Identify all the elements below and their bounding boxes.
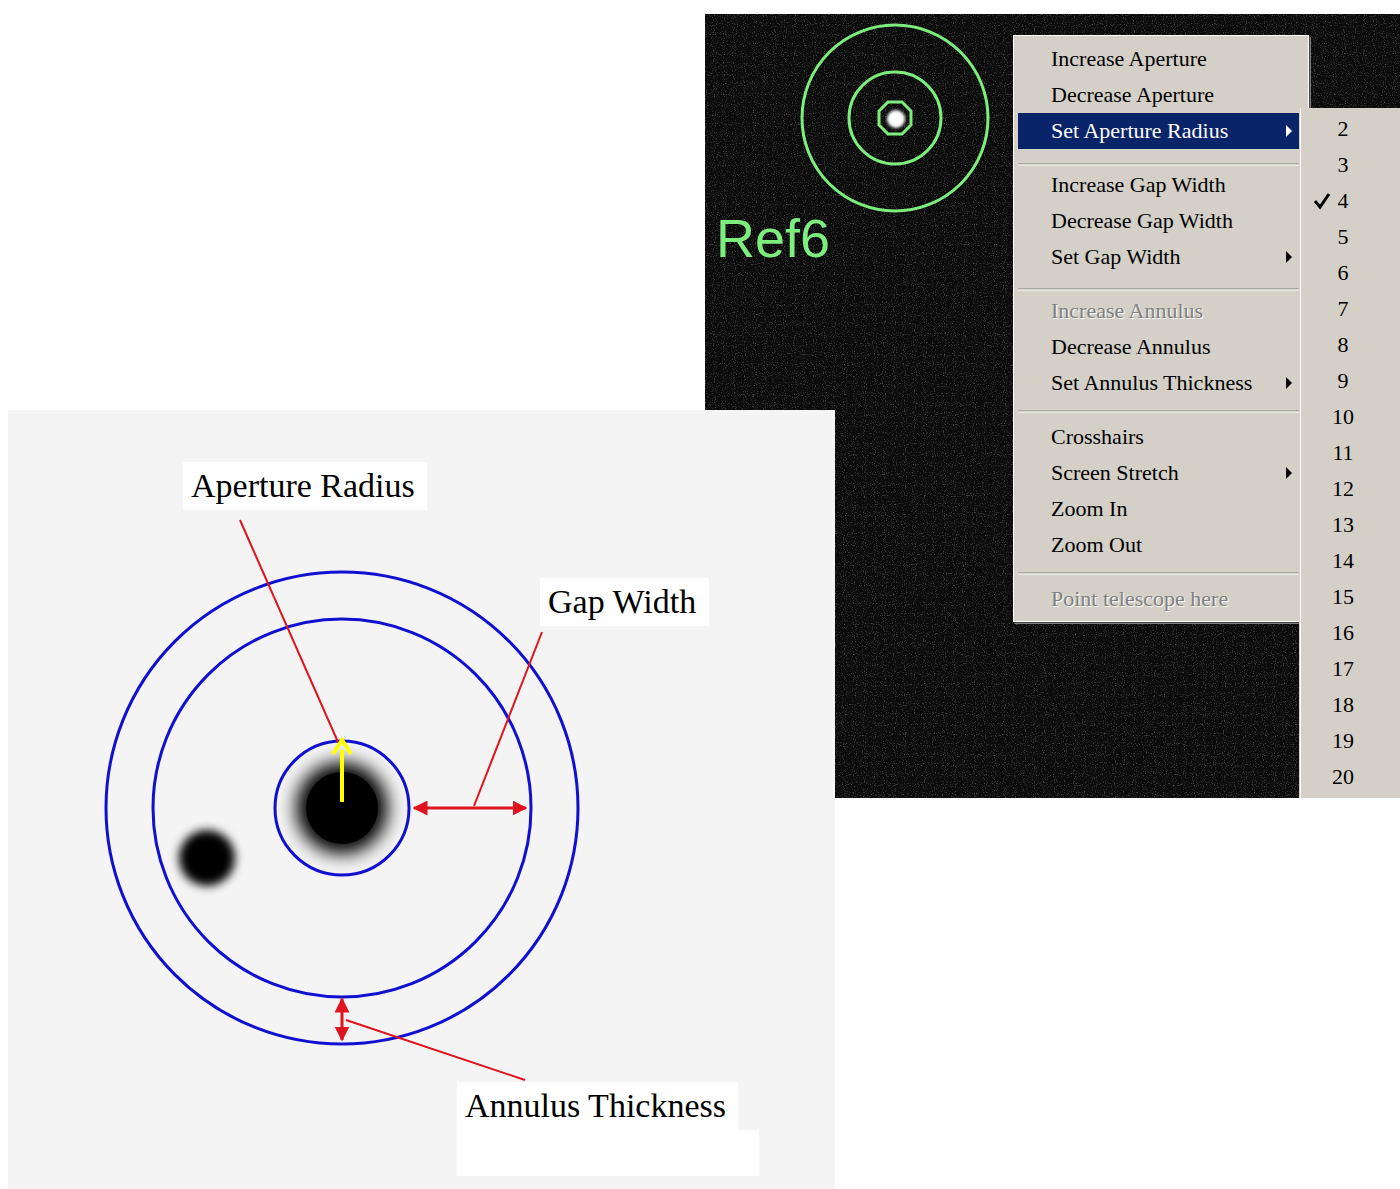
menu-item: Set Annulus Thickness: [1051, 369, 1252, 397]
submenu-item: 11: [1301, 439, 1385, 467]
label-text: Annulus Thickness: [465, 1086, 730, 1126]
annulus-outer-ring: [802, 25, 988, 211]
menu-separator: [1018, 573, 1304, 574]
label-text: Gap Width: [548, 582, 701, 622]
menu-item: Zoom Out: [1051, 531, 1142, 559]
radius-arrow-head: [333, 740, 351, 754]
star-image-panel: [8, 410, 835, 1189]
submenu-arrow: [1286, 377, 1292, 389]
star: [887, 110, 905, 128]
menu-item: Point telescope here: [1051, 585, 1228, 613]
annulus-outer-circle: [106, 572, 578, 1044]
label-text: Aperture Radius: [191, 466, 419, 506]
submenu-item: 12: [1301, 475, 1385, 503]
menu-highlight: [1018, 113, 1300, 149]
neighbour-star: [179, 830, 235, 886]
callout-label: Aperture Radius: [183, 462, 427, 510]
submenu-item: 4: [1301, 187, 1385, 215]
submenu-arrow: [1286, 251, 1292, 263]
submenu-item: 19: [1301, 727, 1385, 755]
leader-line: [474, 632, 542, 806]
star-name: Ref6: [716, 208, 830, 268]
submenu-item: 17: [1301, 655, 1385, 683]
callout-label: Gap Width: [540, 578, 709, 626]
menu-separator: [1018, 411, 1304, 412]
submenu-arrow: [1286, 467, 1292, 479]
submenu-item: 8: [1301, 331, 1385, 359]
submenu-item: 3: [1301, 151, 1385, 179]
annulus-inner-circle: [153, 619, 531, 997]
menu-item: Crosshairs: [1051, 423, 1144, 451]
radius-arrow: [340, 750, 344, 802]
menu-item: Decrease Gap Width: [1051, 207, 1233, 235]
menu-separator: [1018, 290, 1304, 291]
submenu-item: 9: [1301, 367, 1385, 395]
aperture-ring: [879, 102, 911, 134]
aperture-circle: [275, 741, 409, 875]
menu-item: Zoom In: [1051, 495, 1127, 523]
menu-item: Increase Aperture: [1051, 45, 1207, 73]
menu-item: Decrease Aperture: [1051, 81, 1214, 109]
menu-item: Screen Stretch: [1051, 459, 1179, 487]
callout-label: Annulus Thickness: [457, 1082, 738, 1130]
submenu-item: 10: [1301, 403, 1385, 431]
submenu-item: 18: [1301, 691, 1385, 719]
gap-width-arrow: [414, 807, 526, 810]
menu-item: Increase Annulus: [1051, 297, 1203, 325]
menu-separator: [1018, 164, 1304, 165]
menu-separator: [1018, 574, 1304, 575]
context-menu: Increase ApertureDecrease ApertureSet Ap…: [1013, 35, 1309, 622]
label-box-extension: [457, 1130, 759, 1176]
leader-line: [240, 520, 338, 742]
submenu: 2 3 4 5 6 7 8 9 10 11 12 13 14 15 16 17 18 19 20: [1300, 108, 1400, 798]
menu-separator: [1018, 412, 1304, 413]
submenu-item: 6: [1301, 259, 1385, 287]
annulus-inner-ring: [849, 72, 941, 164]
submenu-item: 14: [1301, 547, 1385, 575]
submenu-arrow: [1286, 125, 1292, 137]
submenu-item: 20: [1301, 763, 1385, 791]
submenu-item: 15: [1301, 583, 1385, 611]
menu-item: Set Gap Width: [1051, 243, 1180, 271]
menu-item: Increase Gap Width: [1051, 171, 1226, 199]
submenu-item: 5: [1301, 223, 1385, 251]
menu-item: Set Aperture Radius: [1051, 117, 1228, 145]
menu-item: Decrease Annulus: [1051, 333, 1210, 361]
leader-line: [346, 1020, 525, 1080]
menu-separator: [1018, 165, 1304, 166]
submenu-item: 16: [1301, 619, 1385, 647]
submenu-item: 2: [1301, 115, 1385, 143]
submenu-item: 13: [1301, 511, 1385, 539]
annulus-thickness-arrow: [341, 999, 344, 1040]
menu-separator: [1018, 289, 1304, 290]
submenu-item: 7: [1301, 295, 1385, 323]
check-mark: [1315, 194, 1329, 207]
